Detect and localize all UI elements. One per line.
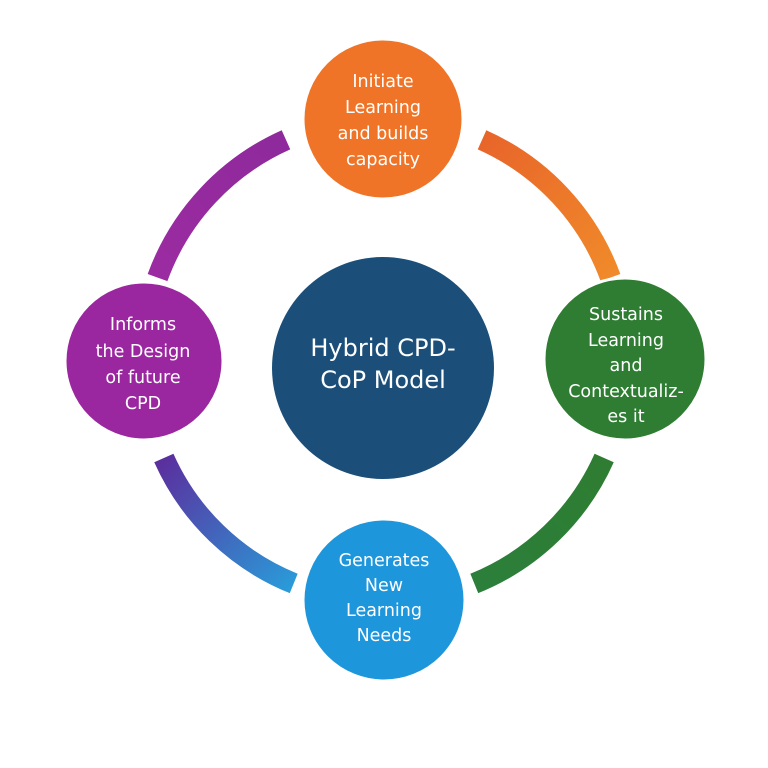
node-sustains-line-5: es it bbox=[607, 407, 644, 427]
arc-generates-to-informs bbox=[154, 453, 298, 594]
node-sustains-line-4: Contextualiz- bbox=[568, 382, 684, 402]
node-generates-line-3: Learning bbox=[346, 601, 422, 621]
center-hub-label-line-1: Hybrid CPD- bbox=[310, 334, 455, 362]
node-generates-line-4: Needs bbox=[357, 626, 412, 646]
node-initiate-line-4: capacity bbox=[346, 150, 420, 170]
node-initiate-line-1: Initiate bbox=[352, 72, 413, 92]
arc-sustains-to-generates bbox=[470, 453, 614, 594]
node-generates: Generates New Learning Needs bbox=[301, 517, 467, 683]
node-informs-line-3: of future bbox=[105, 368, 180, 388]
node-informs-line-1: Informs bbox=[110, 315, 176, 335]
node-informs: Informs the Design of future CPD bbox=[63, 280, 225, 442]
node-sustains-circle bbox=[542, 276, 708, 442]
node-initiate-line-3: and builds bbox=[338, 124, 429, 144]
arc-initiate-to-sustains bbox=[477, 130, 621, 282]
node-generates-circle bbox=[301, 517, 467, 683]
node-initiate-circle bbox=[301, 37, 465, 201]
node-informs-circle bbox=[63, 280, 225, 442]
arc-informs-to-initiate bbox=[147, 130, 291, 282]
node-sustains: Sustains Learning and Contextualiz- es i… bbox=[542, 276, 708, 442]
center-hub: Hybrid CPD- CoP Model bbox=[272, 257, 494, 479]
node-generates-line-1: Generates bbox=[339, 551, 430, 571]
node-sustains-line-3: and bbox=[610, 356, 643, 376]
node-sustains-line-1: Sustains bbox=[589, 305, 663, 325]
node-initiate-line-2: Learning bbox=[345, 98, 421, 118]
node-informs-line-4: CPD bbox=[125, 394, 161, 414]
ring-arcs bbox=[147, 130, 621, 594]
node-generates-line-2: New bbox=[365, 576, 403, 596]
node-sustains-line-2: Learning bbox=[588, 331, 664, 351]
node-initiate: Initiate Learning and builds capacity bbox=[301, 37, 465, 201]
center-hub-circle bbox=[272, 257, 494, 479]
node-informs-line-2: the Design bbox=[96, 342, 191, 362]
center-hub-label-line-2: CoP Model bbox=[320, 366, 446, 394]
